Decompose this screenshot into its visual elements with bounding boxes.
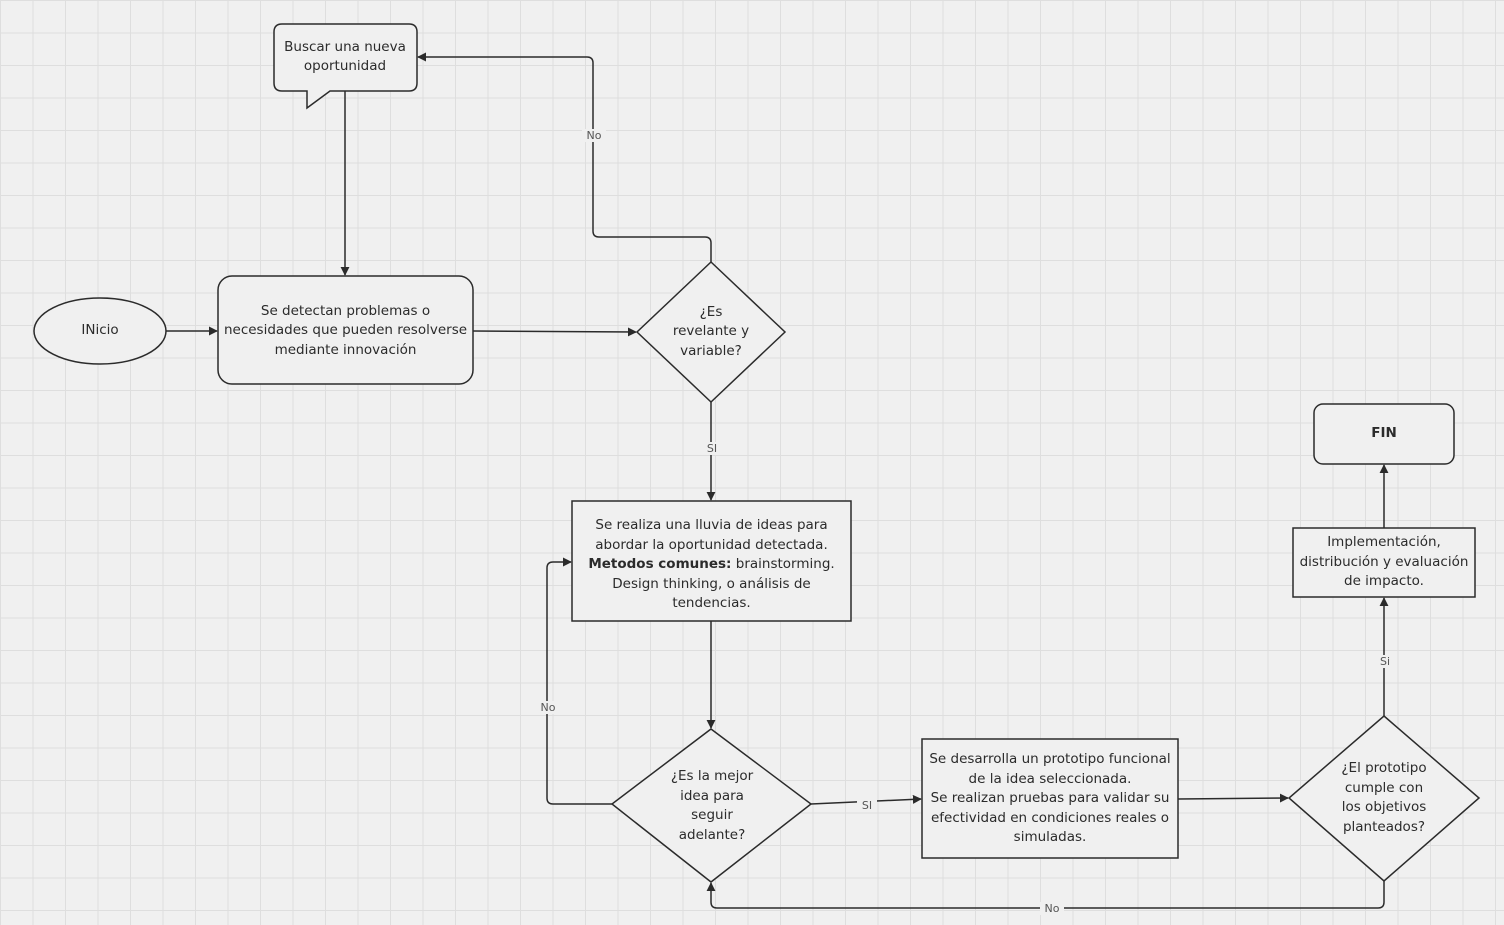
edge-label-relevante-no: No <box>582 129 606 142</box>
edge-mejor-no <box>546 557 612 805</box>
cumple-label: ¿El prototipo cumple con los objetivos p… <box>1341 760 1427 835</box>
edge-label-mejor-si: SI <box>857 799 877 812</box>
edge-prototipo-cumple <box>1177 793 1289 803</box>
lluvia-label: Se realiza una lluvia de ideas para abor… <box>574 517 849 611</box>
fin-label: FIN <box>1371 425 1397 442</box>
edge-label-cumple-si: Si <box>1376 655 1394 668</box>
lluvia-bold: Metodos comunes: <box>588 556 732 573</box>
prototipo-line2: Se realizan pruebas para validar su efec… <box>930 790 1170 846</box>
mejor-idea-diamond[interactable] <box>610 728 813 883</box>
prototipo-shape[interactable] <box>921 738 1179 859</box>
detectan-shape[interactable] <box>217 275 474 385</box>
edge-label-cumple-no: No <box>1040 902 1064 915</box>
buscar-label: Buscar una nueva oportunidad <box>284 38 406 75</box>
lluvia-line1: Se realiza una lluvia de ideas para abor… <box>595 517 828 553</box>
implementacion-label: Implementación, distribución y evaluació… <box>1299 534 1469 590</box>
prototipo-label: Se desarrolla un prototipo funcional de … <box>926 748 1174 850</box>
inicio-label: INicio <box>81 322 119 339</box>
lluvia-line2: Metodos comunes: brainstorming. Design t… <box>574 555 849 614</box>
detectan-label: Se detectan problemas o necesidades que … <box>223 302 468 358</box>
edge-detectan-relevante <box>472 327 637 337</box>
edge-label-relevante-si: SI <box>702 442 722 455</box>
relevante-label: ¿Es revelante y variable? <box>672 303 750 359</box>
prototipo-line1: Se desarrolla un prototipo funcional de … <box>929 751 1171 787</box>
lluvia-rest: brainstorming. Design thinking, o anális… <box>612 556 835 612</box>
implementacion-shape[interactable] <box>1292 527 1476 598</box>
buscar-callout-shape[interactable] <box>273 23 418 110</box>
edge-relevante-no <box>417 52 712 262</box>
lluvia-shape[interactable] <box>571 500 852 622</box>
fin-shape[interactable] <box>1313 403 1455 465</box>
mejor-idea-label: ¿Es la mejor idea para seguir adelante? <box>670 768 754 843</box>
edge-label-mejor-no: No <box>536 701 560 714</box>
